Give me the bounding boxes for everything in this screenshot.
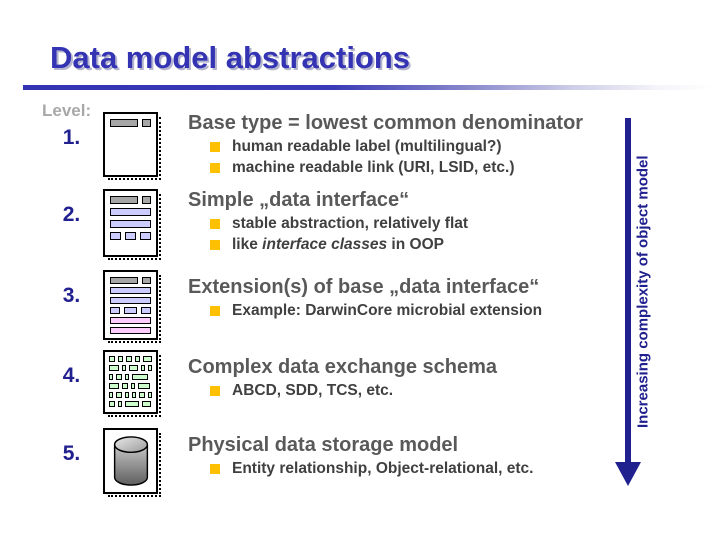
level-row-2: 2. Simple „data interface“ stable abstra… — [0, 189, 612, 260]
bullet-text: Entity relationship, Object-relational, … — [232, 460, 534, 477]
bullet-item: Entity relationship, Object-relational, … — [188, 459, 612, 479]
section-heading-2: Simple „data interface“ — [188, 189, 410, 211]
bullet-item: human readable label (multilingual?) — [188, 137, 612, 157]
bullet-item: like interface classes in OOP — [188, 235, 612, 255]
blank-document-icon — [103, 112, 161, 180]
level-number-1: 1. — [62, 126, 81, 149]
bullet-square-icon — [210, 240, 220, 250]
extended-form-document-icon — [103, 270, 161, 343]
bullet-square-icon — [210, 219, 220, 229]
bullet-square-icon — [210, 142, 220, 152]
schema-grid-document-icon — [103, 350, 161, 417]
down-arrow-head-icon — [615, 462, 641, 486]
bullet-item: machine readable link (URI, LSID, etc.) — [188, 158, 612, 178]
title-underline — [23, 85, 713, 90]
database-cylinder-graphic — [113, 436, 148, 486]
bullet-text: human readable label (multilingual?) — [232, 138, 502, 155]
page-title: Data model abstractions — [50, 40, 411, 75]
bullet-square-icon — [210, 386, 220, 396]
section-heading-3: Extension(s) of base „data interface“ — [188, 276, 540, 298]
level-number-2: 2. — [62, 203, 81, 226]
level-row-1: 1. Base type = lowest common denominator… — [0, 112, 612, 180]
bullet-item: Example: DarwinCore microbial extension — [188, 301, 612, 321]
bullet-square-icon — [210, 464, 220, 474]
section-heading-1: Base type = lowest common denominator — [188, 112, 584, 134]
level-row-4: 4. Complex data exchange schema ABCD, SD… — [0, 350, 612, 417]
bullet-square-icon — [210, 306, 220, 316]
bullet-text: ABCD, SDD, TCS, etc. — [232, 382, 394, 399]
level-number-5: 5. — [62, 442, 81, 465]
bullet-text: Example: DarwinCore microbial extension — [232, 302, 543, 319]
bullet-item: stable abstraction, relatively flat — [188, 214, 612, 234]
bullet-text: like interface classes in OOP — [232, 236, 444, 253]
section-heading-4: Complex data exchange schema — [188, 356, 498, 378]
level-row-5: 5. Physical data stor — [0, 428, 612, 497]
database-cylinder-icon — [103, 428, 161, 497]
bullet-text: stable abstraction, relatively flat — [232, 215, 469, 232]
level-row-3: 3. Extension(s) of base „data interface“… — [0, 270, 612, 343]
level-number-4: 4. — [62, 364, 81, 387]
level-label: Level: — [42, 101, 92, 120]
complexity-arrow-label: Increasing complexity of object model — [634, 155, 652, 429]
bullet-text: machine readable link (URI, LSID, etc.) — [232, 159, 515, 176]
bullet-item: ABCD, SDD, TCS, etc. — [188, 381, 612, 401]
level-number-3: 3. — [62, 284, 81, 307]
section-heading-5: Physical data storage model — [188, 434, 459, 456]
simple-form-document-icon — [103, 189, 161, 260]
bullet-square-icon — [210, 163, 220, 173]
down-arrow-line — [625, 118, 631, 462]
